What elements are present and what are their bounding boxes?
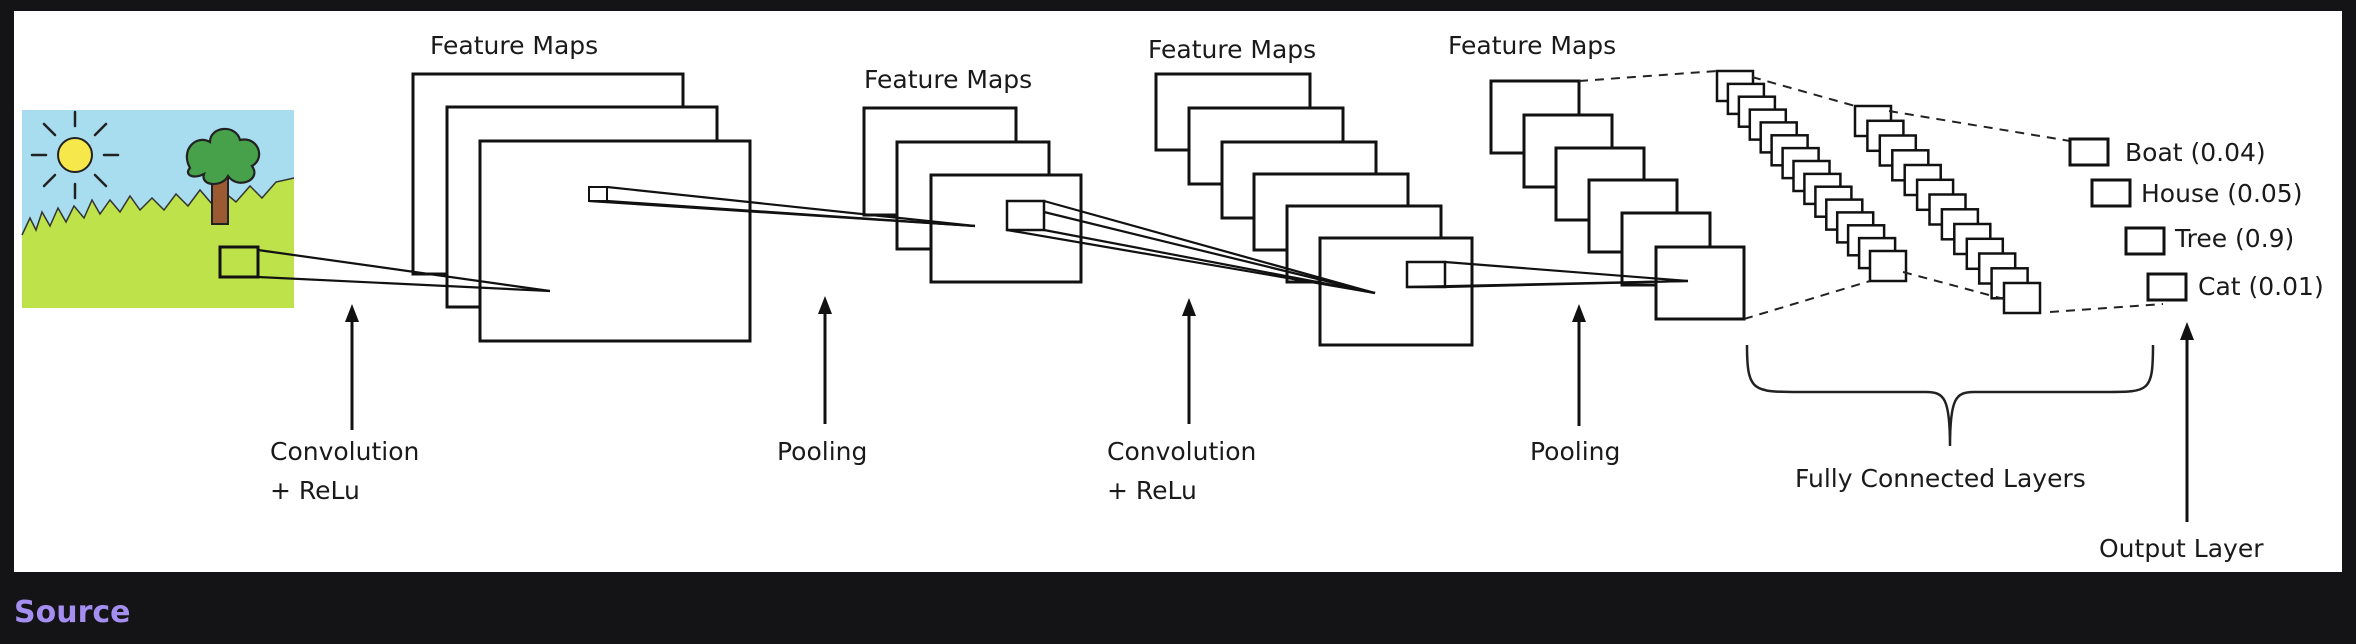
arrow-up-icon [818,296,832,424]
source-link[interactable]: Source [14,595,131,630]
output-node-cat [2146,272,2188,302]
output-node-boat [2068,137,2110,167]
stage-label-conv2-line2: + ReLu [1107,476,1197,505]
pool1-patch-box [1005,199,1046,232]
output-node-tree [2124,226,2166,256]
stage-label-conv1-line2: + ReLu [270,476,360,505]
fully-connected-brace [1745,344,2155,447]
conv1-patch-box [588,186,608,202]
output-label-boat: Boat (0.04) [2125,138,2266,167]
stage-label-fully-connected: Fully Connected Layers [1795,464,2086,493]
arrow-up-icon [345,304,359,430]
stage-arrows [345,296,2194,522]
conv2-patch-box [1405,260,1447,289]
feature-maps-label-3: Feature Maps [1148,35,1316,64]
input-image [21,110,295,308]
dashed-connectors [1578,70,2164,320]
corner-notch [2310,0,2356,11]
output-label-cat: Cat (0.01) [2198,272,2324,301]
stage-label-conv1-line1: Convolution [270,437,419,466]
stage-label-pool1: Pooling [777,437,867,466]
output-node-house [2090,178,2132,208]
fc-node [2002,281,2042,315]
output-label-house: House (0.05) [2141,179,2302,208]
stage-label-conv2-line1: Convolution [1107,437,1256,466]
feature-map [478,139,752,343]
arrow-up-icon [1572,304,1586,426]
output-nodes [2068,137,2188,302]
receptive-field-box [218,245,260,279]
feature-map [1654,245,1746,321]
pool2-feature-maps [1489,79,1746,321]
tree-icon [185,127,261,225]
feature-maps-label-4: Feature Maps [1448,31,1616,60]
feature-map [1318,236,1474,347]
conv2-feature-maps [1154,72,1474,347]
input-grass-outline [21,177,295,236]
feature-maps-label-2: Feature Maps [864,65,1032,94]
conv1-feature-maps [411,72,752,343]
fc-node [1868,249,1908,283]
fc-layer-2-nodes [1853,104,2042,315]
connection-lines [257,185,1689,295]
stage-label-pool2: Pooling [1530,437,1620,466]
output-label-tree: Tree (0.9) [2174,224,2294,253]
pool1-feature-maps [862,106,1083,284]
arrow-up-icon [1182,298,1196,424]
fc-layer-1-nodes [1715,69,1908,283]
sun-icon [30,110,120,200]
feature-maps-label-1: Feature Maps [430,31,598,60]
stage-label-output: Output Layer [2099,534,2264,563]
arrow-up-icon [2180,322,2194,522]
